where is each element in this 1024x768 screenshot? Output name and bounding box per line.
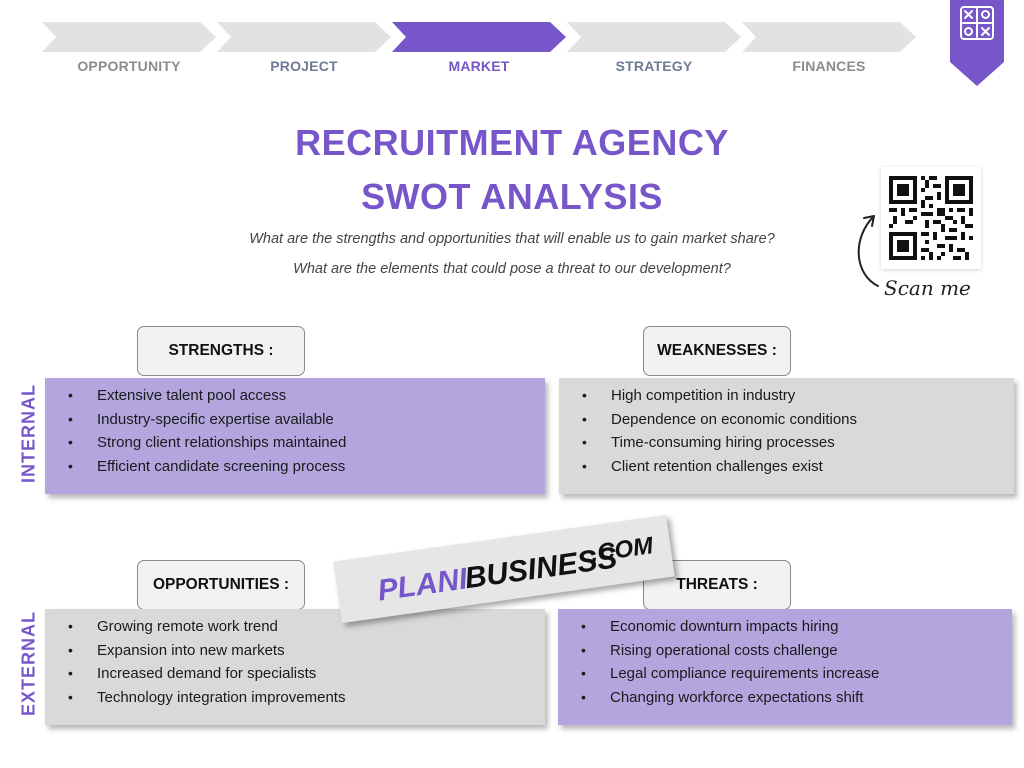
- list-item: Technology integration improvements: [45, 686, 545, 710]
- strengths-box: Extensive talent pool access Industry-sp…: [45, 378, 545, 494]
- list-item: High competition in industry: [559, 384, 1014, 408]
- list-item: Efficient candidate screening process: [45, 455, 545, 479]
- page-title: RECRUITMENT AGENCY SWOT ANALYSIS: [212, 116, 812, 224]
- list-item: Industry-specific expertise available: [45, 408, 545, 432]
- tic-tac-toe-icon: [950, 0, 1004, 86]
- title-line-1: RECRUITMENT AGENCY: [295, 122, 729, 163]
- list-item: Time-consuming hiring processes: [559, 431, 1014, 455]
- strengths-header: STRENGTHS :: [137, 326, 305, 376]
- opportunities-header: OPPORTUNITIES :: [137, 560, 305, 610]
- threats-header: THREATS :: [643, 560, 791, 610]
- step-label: MARKET: [448, 58, 510, 74]
- threats-list: Economic downturn impacts hiring Rising …: [558, 615, 1012, 709]
- step-finances[interactable]: FINANCES: [742, 22, 916, 80]
- list-item: Expansion into new markets: [45, 639, 545, 663]
- list-item: Economic downturn impacts hiring: [558, 615, 1012, 639]
- list-item: Rising operational costs challenge: [558, 639, 1012, 663]
- weaknesses-box: High competition in industry Dependence …: [559, 378, 1014, 494]
- step-arrow: [217, 22, 391, 52]
- threats-box: Economic downturn impacts hiring Rising …: [558, 609, 1012, 725]
- opportunities-box: Growing remote work trend Expansion into…: [45, 609, 545, 725]
- planibusiness-watermark: PLANI BUSINESS .COM: [333, 514, 675, 624]
- watermark-logo: PLANI BUSINESS .COM: [376, 532, 656, 608]
- strengths-list: Extensive talent pool access Industry-sp…: [45, 384, 545, 478]
- step-project[interactable]: PROJECT: [217, 22, 391, 80]
- list-item: Dependence on economic conditions: [559, 408, 1014, 432]
- internal-label: INTERNAL: [18, 384, 39, 483]
- curved-arrow-icon: [857, 215, 879, 287]
- opportunities-list: Growing remote work trend Expansion into…: [45, 615, 545, 709]
- list-item: Client retention challenges exist: [559, 455, 1014, 479]
- question-2: What are the elements that could pose a …: [293, 261, 731, 277]
- step-label: FINANCES: [792, 58, 866, 74]
- watermark-com: .COM: [589, 532, 656, 568]
- question-1: What are the strengths and opportunities…: [249, 231, 775, 247]
- list-item: Changing workforce expectations shift: [558, 686, 1012, 710]
- external-label: EXTERNAL: [18, 611, 39, 717]
- step-arrow: [392, 22, 566, 52]
- list-item: Increased demand for specialists: [45, 662, 545, 686]
- step-arrow: [42, 22, 216, 52]
- step-arrow: [742, 22, 916, 52]
- step-arrow: [567, 22, 741, 52]
- list-item: Extensive talent pool access: [45, 384, 545, 408]
- scan-me-label: Scan me: [884, 276, 971, 300]
- watermark-plani: PLANI: [376, 562, 470, 607]
- step-market[interactable]: MARKET: [392, 22, 566, 80]
- step-strategy[interactable]: STRATEGY: [567, 22, 741, 80]
- step-label: PROJECT: [270, 58, 338, 74]
- weaknesses-header: WEAKNESSES :: [643, 326, 791, 376]
- qr-code-icon: [889, 176, 973, 260]
- step-opportunity[interactable]: OPPORTUNITY: [42, 22, 216, 80]
- step-label: OPPORTUNITY: [77, 58, 181, 74]
- list-item: Legal compliance requirements increase: [558, 662, 1012, 686]
- title-line-2: SWOT ANALYSIS: [361, 176, 663, 217]
- list-item: Growing remote work trend: [45, 615, 545, 639]
- weaknesses-list: High competition in industry Dependence …: [559, 384, 1014, 478]
- progress-steps: OPPORTUNITY PROJECT MARKET STRATEGY FINA…: [42, 22, 917, 80]
- qr-code[interactable]: [881, 167, 981, 269]
- list-item: Strong client relationships maintained: [45, 431, 545, 455]
- step-label: STRATEGY: [615, 58, 693, 74]
